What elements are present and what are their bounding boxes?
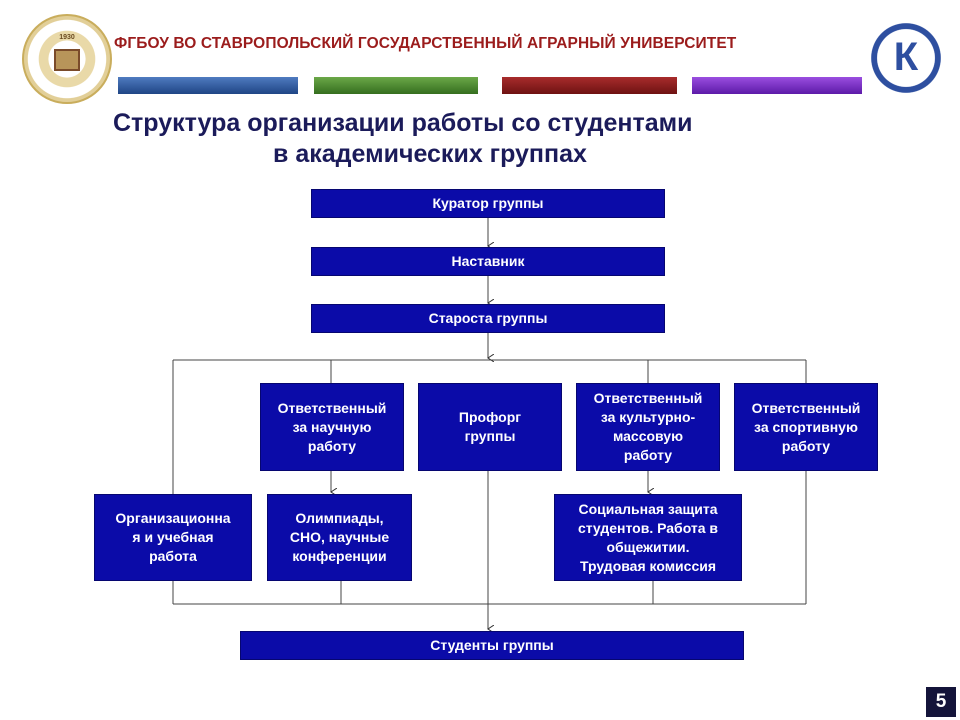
page-title: Структура организации работы со студента… <box>60 108 880 170</box>
box-culture-responsible: Ответственный за культурно- массовую раб… <box>576 383 720 471</box>
box-curator: Куратор группы <box>311 189 665 218</box>
university-name: ФГБОУ ВО СТАВРОПОЛЬСКИЙ ГОСУДАРСТВЕННЫЙ … <box>114 35 737 52</box>
box-sport-responsible: Ответственный за спортивную работу <box>734 383 878 471</box>
building-icon <box>54 49 80 71</box>
k-letter-icon: К <box>893 35 919 79</box>
title-line-1: Структура организации работы со студента… <box>113 109 693 137</box>
stripe-green <box>314 77 478 94</box>
box-students: Студенты группы <box>240 631 744 660</box>
box-olympiad: Олимпиады, СНО, научные конференции <box>267 494 412 581</box>
stripe-red <box>502 77 677 94</box>
box-mentor: Наставник <box>311 247 665 276</box>
university-seal-logo: 1930 <box>22 14 112 104</box>
box-science-responsible: Ответственный за научную работу <box>260 383 404 471</box>
title-line-2: в академических группах <box>273 140 587 168</box>
stripe-blue <box>118 77 298 94</box>
quality-award-logo: К <box>860 12 952 104</box>
box-proforg: Профорг группы <box>418 383 562 471</box>
stripe-purple <box>692 77 862 94</box>
box-social: Социальная защита студентов. Работа в об… <box>554 494 742 581</box>
box-org-study: Организационна я и учебная работа <box>94 494 252 581</box>
page-number: 5 <box>926 687 956 717</box>
box-group-head: Староста группы <box>311 304 665 333</box>
